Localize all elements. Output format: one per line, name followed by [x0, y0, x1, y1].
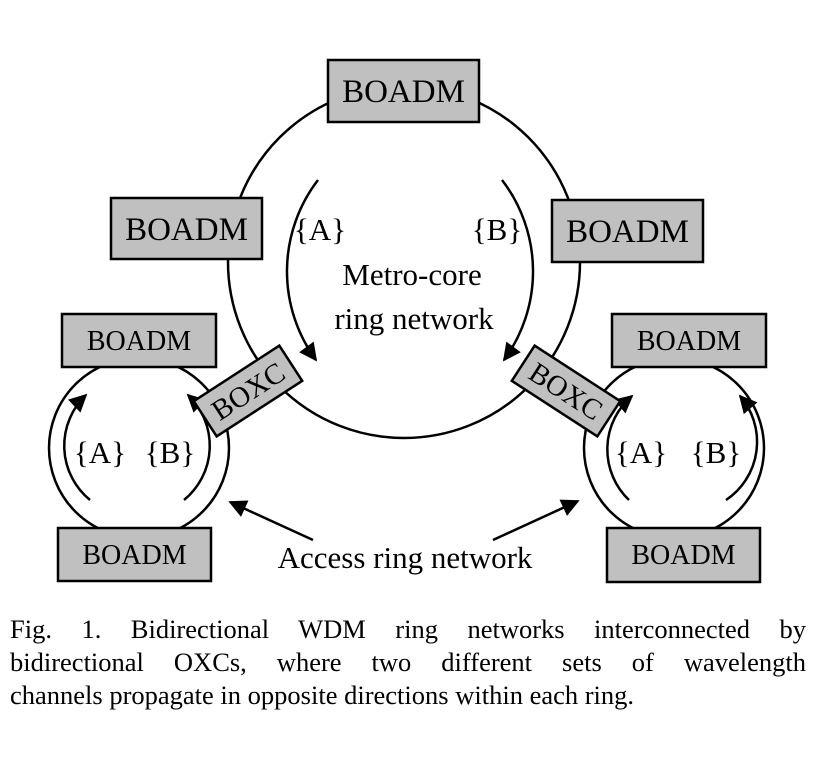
access-pointer-right-icon: [492, 499, 580, 542]
left-access-arrow-a-icon: [63, 393, 91, 501]
right-access-arrow-b-icon: [725, 394, 759, 502]
right-access-set-a-label: {A}: [615, 435, 667, 470]
figure-caption-line2: bidirectional OXCs, where two different …: [10, 647, 806, 677]
ring-network-diagram: BOADM BOADM BOADM {A} {B} Metro-core rin…: [47, 58, 768, 584]
left-access-node-top: BOADM: [60, 312, 218, 369]
left-access-set-a-label: {A}: [74, 435, 126, 470]
right-access-set-b-label: {B}: [691, 435, 741, 470]
metro-node-right: BOADM: [550, 198, 705, 264]
metro-node-right-label: BOADM: [566, 214, 689, 250]
metro-ring-label-line1: Metro-core: [342, 257, 481, 292]
left-access-node-top-label: BOADM: [87, 326, 191, 357]
metro-ring-label-line2: ring network: [334, 301, 494, 336]
access-pointer-left-icon: [228, 500, 314, 542]
right-access-node-bottom: BOADM: [605, 526, 762, 584]
left-access-node-bottom: BOADM: [56, 526, 213, 583]
figure-caption-line1: Fig. 1. Bidirectional WDM ring networks …: [10, 614, 806, 644]
left-access-node-bottom-label: BOADM: [82, 540, 186, 571]
access-ring-label: Access ring network: [278, 540, 533, 575]
metro-node-top: BOADM: [326, 58, 481, 124]
left-access-set-b-label: {B}: [145, 435, 195, 470]
metro-node-top-label: BOADM: [342, 74, 465, 110]
metro-node-left-label: BOADM: [125, 212, 248, 248]
metro-node-left: BOADM: [109, 196, 264, 261]
right-access-node-top-label: BOADM: [637, 326, 741, 357]
figure-caption-line3: channels propagate in opposite direction…: [10, 680, 635, 710]
metro-arrow-b-icon: [501, 179, 535, 362]
right-access-node-bottom-label: BOADM: [631, 540, 735, 571]
right-access-arrow-a-icon: [606, 394, 634, 501]
metro-set-a-label: {A}: [294, 212, 346, 247]
crossconnect-right: BOXC: [510, 343, 622, 439]
metro-arrow-a-icon: [285, 179, 319, 362]
right-access-node-top: BOADM: [610, 312, 768, 369]
metro-set-b-label: {B}: [472, 212, 522, 247]
